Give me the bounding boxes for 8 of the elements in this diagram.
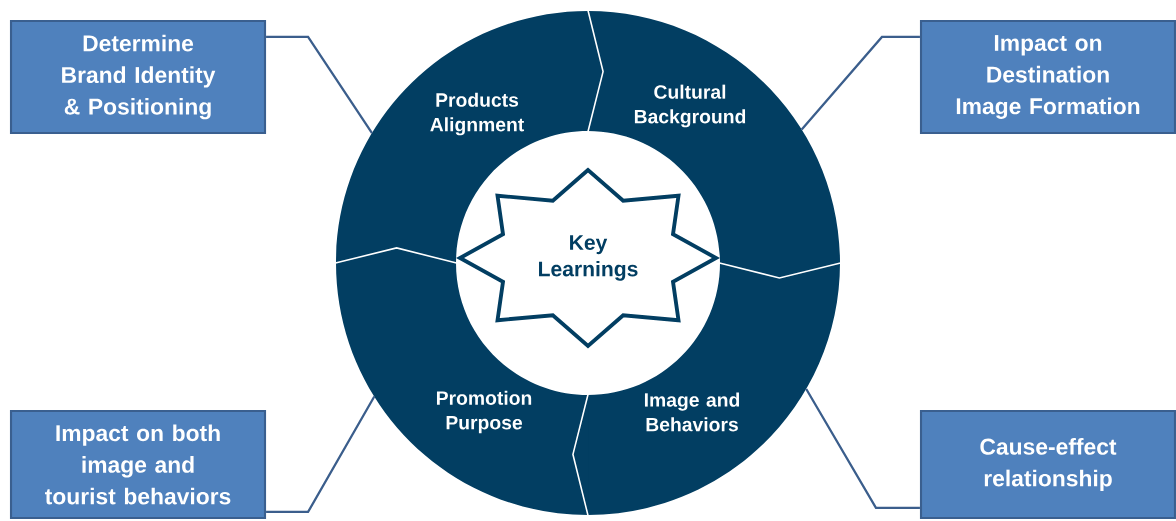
text-box: Impact on both image and tourist behaviors [9,409,267,520]
text-box: Impact on Destination Image Formation [919,19,1176,135]
leader-line [800,35,920,131]
leader-line [266,395,376,514]
leader-line [805,388,920,510]
text-box: Cause-effect relationship [919,409,1176,520]
leader-line [266,35,373,134]
text-box: Determine Brand Identity & Positioning [9,19,267,135]
